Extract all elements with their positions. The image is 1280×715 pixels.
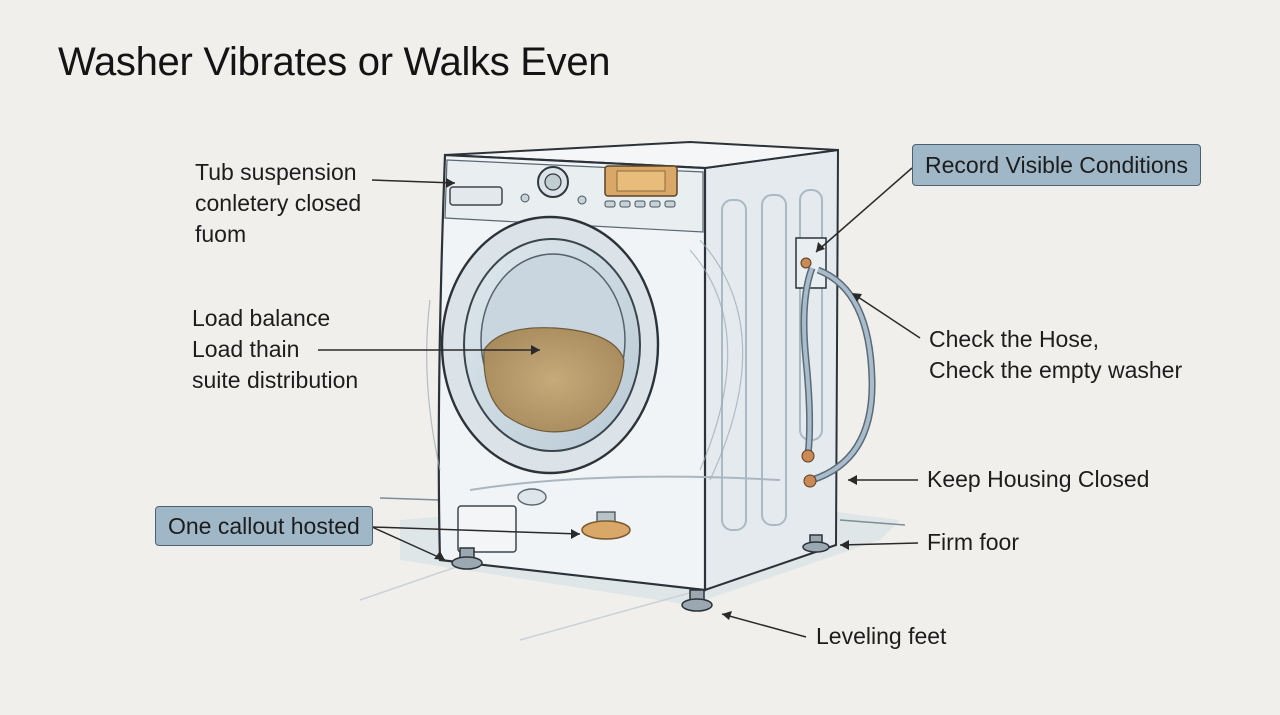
- tub-suspension-label: Tub suspension conletery closed fuom: [195, 159, 362, 247]
- leveling-feet: [451, 534, 830, 612]
- load-balance-label: Load balance Load thain suite distributi…: [192, 305, 359, 393]
- record-visible-conditions-tag: Record Visible Conditions: [912, 144, 1201, 186]
- washer-door: [440, 215, 660, 475]
- leader-arrowheads: [434, 178, 862, 620]
- one-callout-tag: One callout hosted: [155, 506, 373, 546]
- water-inlet-hoses: [795, 237, 876, 488]
- page-title: Washer Vibrates or Walks Even: [58, 40, 611, 84]
- laundry-load: [483, 327, 625, 433]
- access-panel: [457, 505, 517, 553]
- firm-floor-label: Firm foor: [927, 529, 1019, 555]
- panel-buttons: [604, 200, 676, 208]
- center-leveling-foot: [581, 511, 631, 540]
- leader-lines: [318, 167, 921, 638]
- washer-side-panel: [704, 148, 840, 592]
- vibration-lines: [426, 239, 744, 481]
- keep-housing-closed-label: Keep Housing Closed: [927, 466, 1150, 492]
- detergent-drawer: [449, 186, 503, 206]
- check-hose-label: Check the Hose, Check the empty washer: [929, 326, 1183, 383]
- leveling-feet-label: Leveling feet: [816, 623, 947, 649]
